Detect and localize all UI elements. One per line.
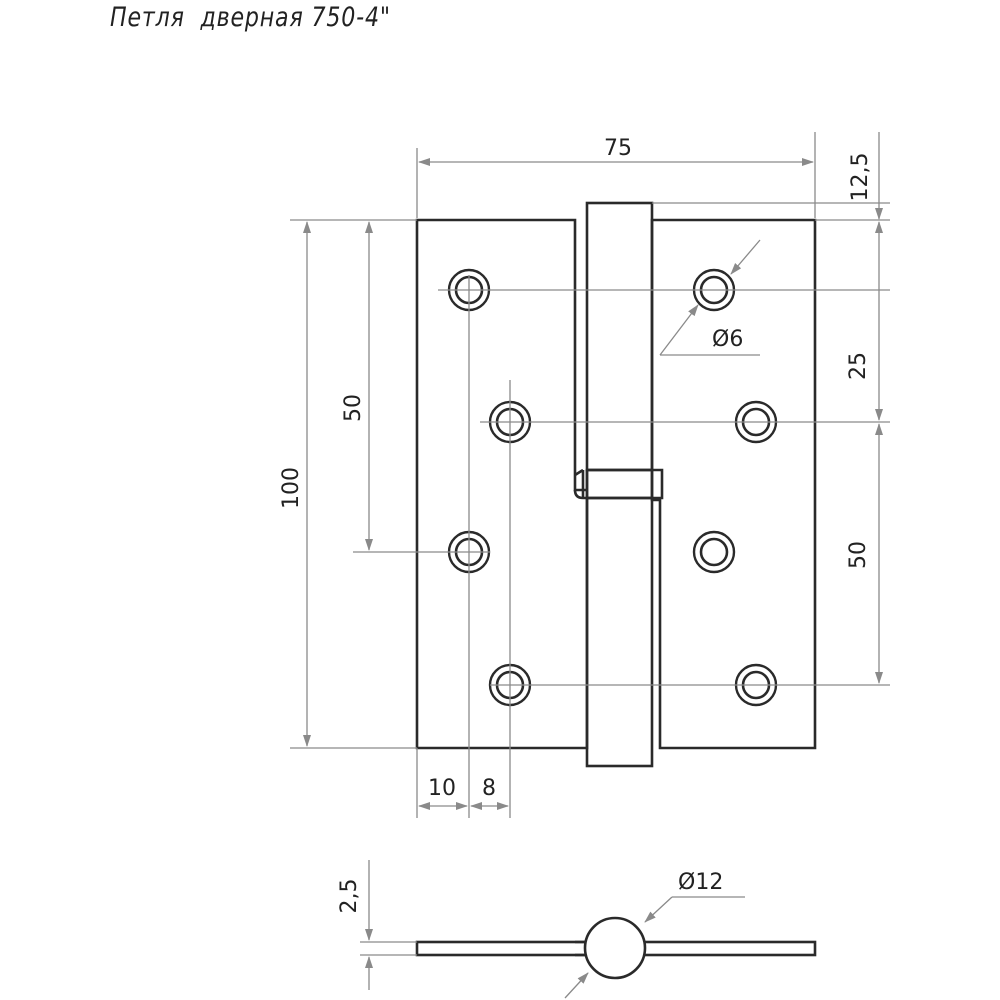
dim-top-offset-label: 12,5 (848, 153, 873, 202)
dim-thickness-label: 2,5 (337, 879, 362, 914)
hole (692, 530, 736, 574)
dim-edge-offset-1-label: 10 (428, 776, 456, 801)
dim-width-label: 75 (604, 136, 632, 161)
dimension-lines (290, 132, 890, 818)
knuckle-profile (583, 916, 647, 980)
dimension-labels: 75 12,5 100 50 25 50 Ø6 10 8 2,5 Ø12 (279, 136, 873, 914)
hinge-side-view (360, 860, 817, 999)
dim-left-spacing-label: 50 (341, 394, 366, 422)
hinge-front-view (415, 201, 817, 768)
knuckle-lower (585, 496, 654, 768)
knuckle-joint (585, 468, 654, 500)
left-leaf (415, 218, 589, 750)
knuckle-upper (585, 201, 654, 472)
leaf-joint (575, 940, 585, 957)
dim-hole-diameter-label: Ø6 (712, 327, 743, 352)
right-leaf (650, 218, 817, 750)
dim-right-spacing-bottom-label: 50 (846, 541, 871, 569)
dim-right-spacing-top-label: 25 (846, 352, 871, 380)
knuckle-collar (652, 468, 664, 500)
knuckle-chamfer (574, 468, 584, 477)
dim-height-label: 100 (279, 467, 304, 509)
dim-knuckle-diameter-label: Ø12 (678, 870, 723, 895)
drawing-title: Петля дверная 750-4" (110, 2, 391, 33)
dim-edge-offset-2-label: 8 (482, 776, 496, 801)
